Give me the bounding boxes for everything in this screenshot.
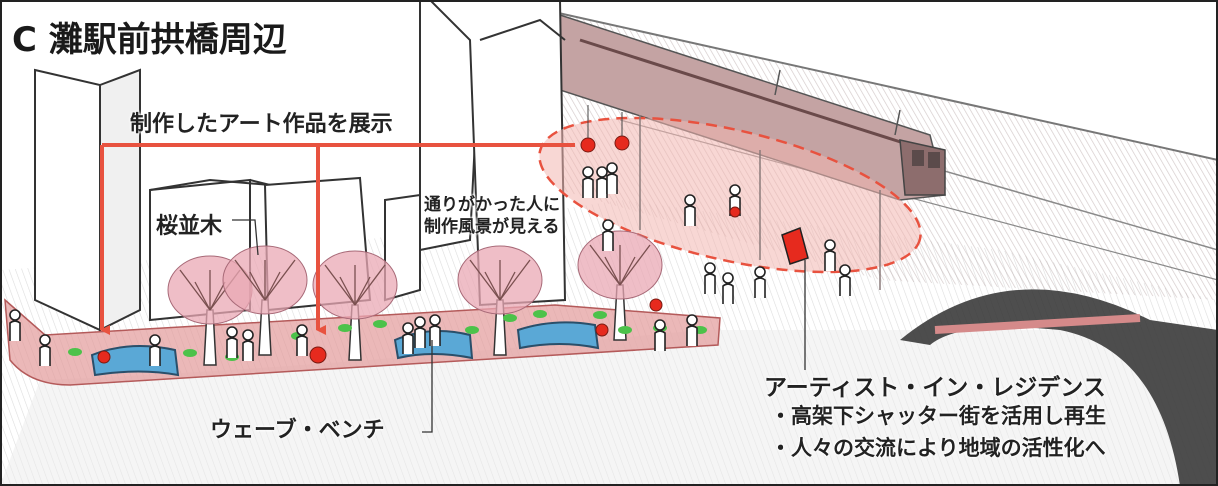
art-display-label: 制作したアート作品を展示 xyxy=(130,112,393,137)
residence-title: アーティスト・イン・レジデンス xyxy=(764,375,1106,401)
person-icon xyxy=(226,326,238,358)
residence-point-1: ・高架下シャッター街を活用し再生 xyxy=(770,404,1106,428)
passersby-label-line1: 通りがかった人に xyxy=(424,195,560,215)
cherry-tree-icon xyxy=(457,245,543,356)
shrub-icon xyxy=(533,310,547,318)
shrub-icon xyxy=(373,320,387,328)
residence-highlight xyxy=(538,116,922,274)
person-icon xyxy=(39,334,51,366)
easel-icon xyxy=(781,226,809,265)
person-icon xyxy=(602,219,614,251)
person-icon xyxy=(704,262,716,294)
person-icon xyxy=(414,316,426,348)
person-icon xyxy=(296,324,308,356)
leader-lines xyxy=(232,219,806,433)
shrub-icon xyxy=(183,349,197,357)
person-icon xyxy=(606,162,618,194)
shrub-icon xyxy=(338,324,352,332)
shrub-icon xyxy=(68,348,82,356)
residence-point-2: ・人々の交流により地域の活性化へ xyxy=(770,436,1106,460)
cherry-tree-icon xyxy=(222,245,308,356)
art-display-arrows xyxy=(100,143,575,335)
person-icon xyxy=(654,319,666,351)
shrub-icon xyxy=(503,314,517,322)
person-icon xyxy=(722,272,734,304)
person-icon xyxy=(582,166,594,198)
person-icon xyxy=(824,239,836,271)
person-icon xyxy=(402,322,414,354)
passersby-label-line2: 制作風景が見える xyxy=(424,217,560,237)
cherry-tree-icon xyxy=(312,250,398,361)
page-title: C 灘駅前拱橋周辺 xyxy=(12,20,287,60)
person-icon xyxy=(839,264,851,296)
person-icon xyxy=(242,329,254,361)
shrub-icon xyxy=(465,326,479,334)
shrub-icon xyxy=(618,326,632,334)
person-icon xyxy=(754,266,766,298)
viaduct-shops xyxy=(639,115,881,290)
art-pieces xyxy=(97,105,741,364)
cherry-trees-label: 桜並木 xyxy=(156,214,223,239)
person-icon xyxy=(596,166,608,198)
person-icon xyxy=(684,194,696,226)
person-icon xyxy=(9,309,21,341)
person-icon xyxy=(149,334,161,366)
wave-bench-label: ウェーブ・ベンチ xyxy=(210,418,385,443)
train xyxy=(559,13,946,201)
shrubs xyxy=(68,310,707,361)
cherry-trees xyxy=(167,230,663,366)
arch-bridge xyxy=(900,289,1218,486)
shrub-icon xyxy=(593,311,607,319)
person-icon xyxy=(686,314,698,346)
people xyxy=(9,162,851,366)
